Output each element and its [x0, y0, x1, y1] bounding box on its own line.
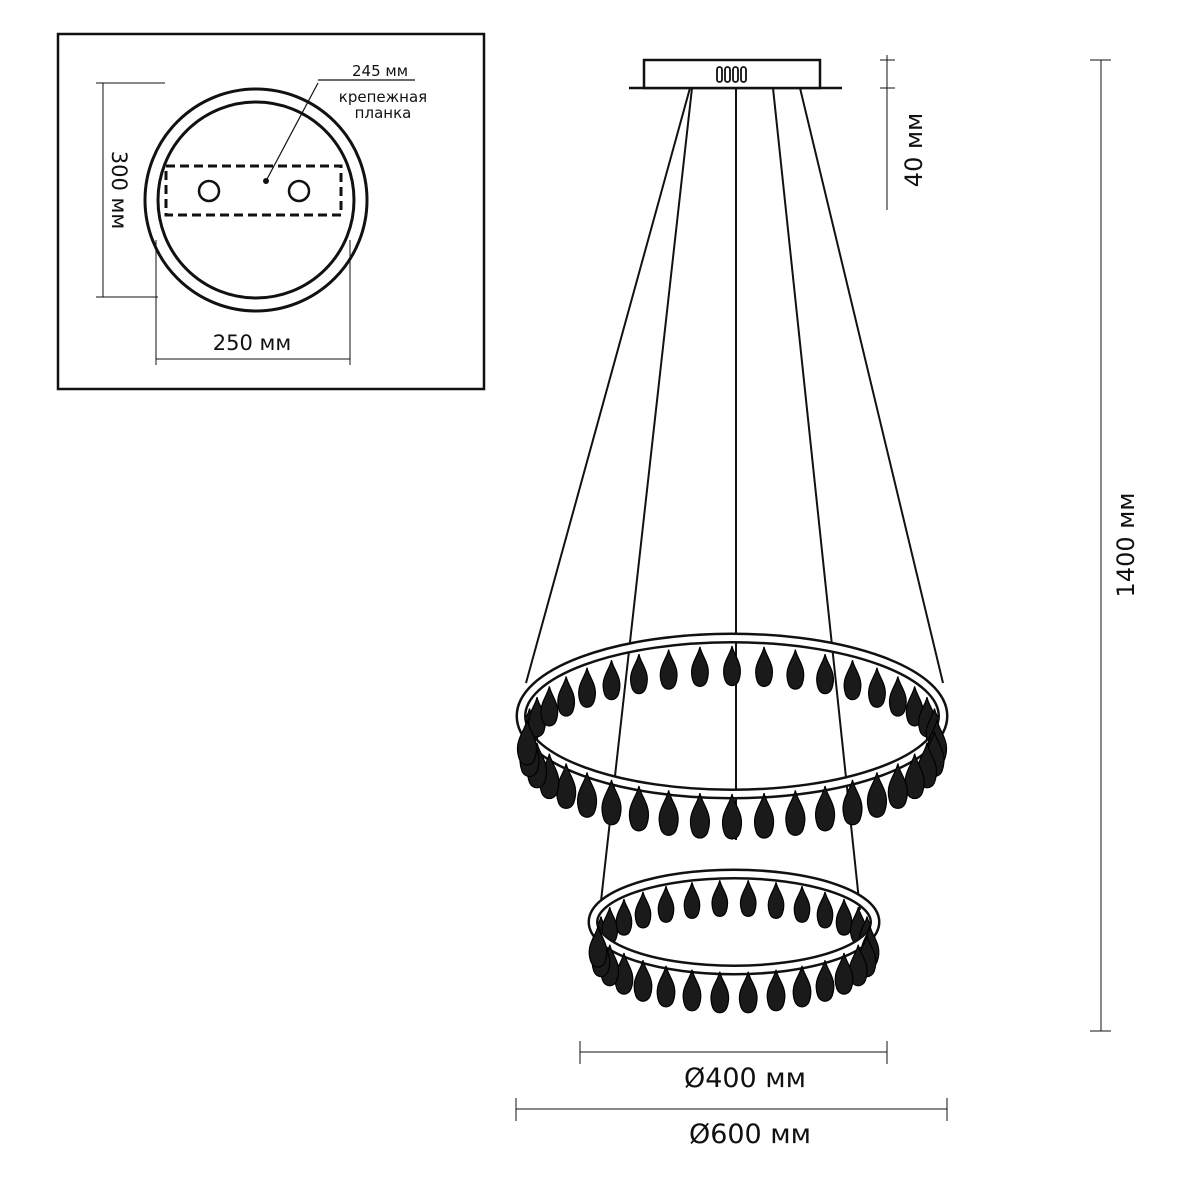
canopy-body — [642, 58, 822, 90]
crystal-drop-upper-11 — [689, 792, 710, 839]
mount-label-line1: крепежная — [339, 88, 427, 106]
chandelier-view: 40 мм 1400 мм Ø400 мм Ø600 мм — [515, 55, 1140, 1150]
crystal-drop-upper-24 — [557, 676, 576, 717]
crystal-drop-lower-27 — [835, 898, 853, 936]
crystal-drop-upper-23 — [540, 686, 559, 727]
crystal-drop-upper-27 — [630, 653, 648, 695]
crystals-lower-front — [588, 925, 880, 1014]
crystal-drop-lower-25 — [793, 886, 811, 923]
canopy-thickness-dimension: 40 мм — [880, 55, 928, 210]
crystal-drop-lower-18 — [615, 898, 633, 936]
mount-leader-line — [265, 82, 319, 182]
crystal-drop-lower-23 — [739, 880, 757, 917]
lower-ring-fill — [590, 871, 878, 973]
crystal-drop-upper-34 — [843, 660, 862, 701]
canopy-vent-slots — [716, 66, 747, 83]
inner-diameter-dimension: Ø400 мм — [579, 1041, 888, 1094]
suspension-cables — [525, 87, 944, 911]
crystal-drop-upper-26 — [602, 660, 621, 701]
crystal-drop-upper-9 — [754, 792, 775, 839]
crystal-drop-lower-7 — [738, 971, 758, 1014]
total-height-label: 1400 мм — [1112, 493, 1140, 598]
crystal-drop-lower-5 — [792, 965, 812, 1008]
crystal-drop-upper-14 — [601, 779, 622, 826]
crystal-drop-upper-8 — [785, 790, 806, 836]
canopy-thickness-label: 40 мм — [900, 113, 928, 187]
crystal-drop-lower-26 — [816, 891, 834, 929]
crystal-drop-lower-15 — [588, 925, 608, 968]
crystal-drop-lower-20 — [657, 886, 675, 923]
crystal-drop-upper-5 — [866, 772, 888, 818]
lower-ring — [587, 868, 881, 976]
canopy-width-label: 250 мм — [213, 331, 291, 355]
crystal-drop-upper-33 — [816, 653, 834, 695]
crystal-drop-upper-35 — [868, 667, 886, 708]
crystal-drop-upper-20 — [516, 719, 538, 766]
crystal-drop-lower-2 — [848, 944, 868, 987]
crystal-drop-lower-21 — [683, 882, 701, 919]
crystal-drop-upper-10 — [721, 793, 743, 840]
outer-diameter-label: Ø600 мм — [689, 1119, 811, 1150]
mounting-hole-right — [287, 179, 311, 203]
crystal-drop-lower-11 — [633, 960, 653, 1002]
crystal-drop-upper-31 — [755, 646, 773, 688]
crystal-drop-lower-9 — [682, 969, 702, 1012]
crystal-drop-lower-19 — [634, 891, 652, 929]
canopy-outer-circle — [143, 87, 369, 313]
inset-frame — [56, 32, 486, 391]
outer-diameter-dimension: Ø600 мм — [515, 1098, 948, 1150]
crystal-drop-lower-4 — [815, 960, 835, 1002]
crystal-drop-lower-22 — [711, 880, 729, 917]
crystal-drop-lower-10 — [656, 965, 676, 1008]
mount-label-line2: планка — [355, 104, 412, 122]
crystal-drop-lower-24 — [767, 882, 785, 919]
canopy-height-label: 300 мм — [107, 151, 131, 229]
crystal-drop-upper-7 — [815, 785, 836, 832]
crystal-drop-upper-4 — [887, 763, 908, 810]
crystal-drop-upper-32 — [786, 649, 805, 690]
crystal-drop-lower-8 — [710, 971, 730, 1014]
crystal-drop-upper-28 — [659, 649, 678, 690]
crystal-drop-lower-3 — [834, 952, 854, 995]
crystal-drop-upper-6 — [842, 779, 863, 826]
crystals-upper-front — [516, 719, 948, 840]
crystal-drop-upper-30 — [723, 645, 741, 687]
mount-width-label: 245 мм — [352, 62, 408, 80]
crystal-drop-upper-29 — [691, 646, 709, 688]
canopy-inner-circle — [156, 100, 356, 300]
mounting-hole-left — [197, 179, 221, 203]
crystal-drop-upper-3 — [904, 753, 925, 800]
crystal-drop-upper-12 — [658, 790, 679, 836]
inset-canopy-view: 245 мм крепежная планка 300 мм 250 мм — [56, 32, 486, 391]
crystal-drop-upper-25 — [578, 667, 596, 708]
crystal-drop-upper-13 — [628, 785, 649, 832]
mounting-bar-outline — [164, 164, 343, 217]
crystal-drop-upper-15 — [576, 772, 598, 818]
crystal-drop-upper-37 — [905, 686, 924, 727]
inner-diameter-label: Ø400 мм — [684, 1063, 806, 1094]
crystal-drop-lower-6 — [766, 969, 786, 1012]
crystal-drop-upper-36 — [888, 676, 907, 717]
total-height-dimension: 1400 мм — [1090, 59, 1140, 1032]
